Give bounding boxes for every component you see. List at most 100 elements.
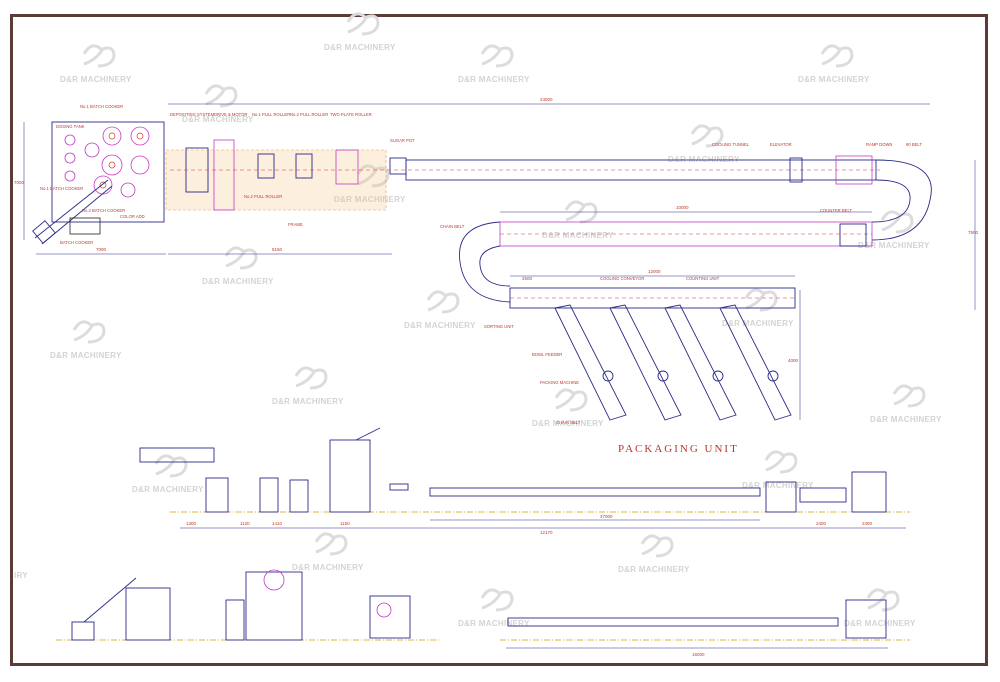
label-counting-unit: COUNTING UNIT bbox=[686, 276, 720, 281]
dim-bottom-overall: 16000 bbox=[692, 652, 705, 657]
label-plate-roller: TWO PLATE ROLLER bbox=[330, 112, 372, 117]
label-batch-cooker: BATCH COOKER bbox=[60, 240, 93, 245]
svg-text:D&R MACHINERY: D&R MACHINERY bbox=[618, 565, 690, 574]
u-turn-left bbox=[459, 221, 511, 303]
elevation-view bbox=[139, 427, 910, 529]
watermark-stamp: D&R MACHINERY bbox=[50, 320, 122, 360]
svg-text:D&R MACHINERY: D&R MACHINERY bbox=[844, 619, 916, 628]
detail-counting-unit bbox=[845, 599, 887, 639]
label-90-belt: 90 BELT bbox=[906, 142, 922, 147]
label-cooker-left: No.1 BATCH COOKER bbox=[40, 186, 83, 191]
control-cabinet bbox=[69, 217, 101, 235]
label-pull-roller-2: No.2 PULL ROLLER bbox=[290, 112, 328, 117]
watermark-stamp: D&R MACHINERY bbox=[722, 288, 794, 328]
label-chain-belt-2: CHAIN BELT bbox=[556, 420, 581, 425]
watermark-stamp: D&R MACHINERY bbox=[272, 366, 344, 406]
pull-roller-2 bbox=[295, 153, 313, 179]
label-sugar-pot: SUGAR POT bbox=[390, 138, 415, 143]
svg-text:D&R MACHINERY: D&R MACHINERY bbox=[668, 155, 740, 164]
svg-text:D&R MACHINERY: D&R MACHINERY bbox=[870, 415, 942, 424]
svg-text:D&R MACHINERY: D&R MACHINERY bbox=[798, 75, 870, 84]
u-turn-right bbox=[871, 159, 932, 241]
label-packing-machine: PACKING MACHINE bbox=[540, 380, 579, 385]
label-cooker-2: No.2 BATCH COOKER bbox=[82, 208, 125, 213]
dim-plan-height: 7000 bbox=[14, 180, 25, 185]
svg-text:D&R MACHINERY: D&R MACHINERY bbox=[542, 231, 614, 240]
sugar-hopper bbox=[32, 220, 56, 244]
label-batch-cooker-1: No.1 BATCH COOKER bbox=[80, 104, 123, 109]
label-drive-motor: DRIVE & MOTOR bbox=[214, 112, 247, 117]
watermark-stamp: D&R MACHINERY bbox=[798, 44, 870, 84]
svg-text:D&R MACHINERY: D&R MACHINERY bbox=[404, 321, 476, 330]
watermark-stamp: D&R MACHINERY bbox=[844, 588, 916, 628]
drawing-frame bbox=[10, 14, 988, 666]
label-depositing: DEPOSITING SYSTEM bbox=[170, 112, 215, 117]
elev-sugar-pot bbox=[329, 439, 371, 513]
plan-view bbox=[23, 103, 976, 421]
svg-text:D&R MACHINERY: D&R MACHINERY bbox=[334, 195, 406, 204]
depositing-zone bbox=[165, 149, 387, 211]
svg-text:D&R MACHINERY: D&R MACHINERY bbox=[324, 43, 396, 52]
dim-elev-c: 1410 bbox=[272, 521, 283, 526]
dim-plan-mid: 5150 bbox=[272, 247, 283, 252]
detail-cooker-2 bbox=[245, 571, 303, 641]
label-cooling-tunnel: COOLING TUNNEL bbox=[712, 142, 750, 147]
svg-text:D&R MACHINERY: D&R MACHINERY bbox=[132, 485, 204, 494]
svg-text:D&R MACHINERY: D&R MACHINERY bbox=[272, 397, 344, 406]
watermark-stamp: D&R MACHINERY bbox=[618, 534, 690, 574]
watermark-stamp: D&R MACHINERY bbox=[870, 384, 942, 424]
svg-text:D&R MACHINERY: D&R MACHINERY bbox=[532, 419, 604, 428]
watermark-stamp: D&R MACHINERY bbox=[404, 290, 476, 330]
dim-elev-r2: 2400 bbox=[862, 521, 873, 526]
cooling-tunnel-top bbox=[405, 159, 877, 181]
dim-elev-d: 1150 bbox=[340, 521, 350, 526]
ramp-down bbox=[835, 155, 873, 185]
dim-elev-total: 12170 bbox=[540, 530, 553, 535]
elev-depositor bbox=[205, 477, 229, 513]
dim-elev-a: 1300 bbox=[186, 521, 197, 526]
dim-tunnel-mid: 12000 bbox=[648, 269, 661, 274]
label-pull-roller-low: No.2 PULL ROLLER bbox=[244, 194, 282, 199]
svg-text:D&R MACHINERY: D&R MACHINERY bbox=[50, 351, 122, 360]
detail-cooker-1 bbox=[125, 587, 171, 641]
dim-side-right: 7500 bbox=[968, 230, 979, 235]
dim-plan-overall: 24000 bbox=[540, 97, 553, 102]
batch-cookers bbox=[64, 126, 150, 198]
watermark-layer: D&R MACHINERY D&R MACHINERY D&R MACHINERY D… bbox=[14, 12, 942, 628]
drive-motor-unit bbox=[213, 139, 235, 211]
svg-text:D&R MACHINERY: D&R MACHINERY bbox=[858, 241, 930, 250]
label-pull-roller-1: No.1 PULL ROLLER bbox=[252, 112, 290, 117]
watermark-stamp: D&R MACHINERY bbox=[202, 246, 274, 286]
counter-belt bbox=[839, 223, 867, 247]
watermark-partial: IRY bbox=[14, 571, 28, 580]
watermark-stamp: D&R MACHINERY bbox=[292, 532, 364, 572]
label-elevator: ELEVATOR bbox=[770, 142, 792, 147]
dim-plan-left: 7000 bbox=[96, 247, 107, 252]
watermark-stamp: D&R MACHINERY bbox=[458, 44, 530, 84]
svg-text:D&R MACHINERY: D&R MACHINERY bbox=[458, 619, 530, 628]
label-ramp-down: RAMP DOWN bbox=[866, 142, 892, 147]
cooker-area-outline bbox=[51, 121, 165, 223]
packing-branches bbox=[554, 304, 792, 421]
watermark-stamp: D&R MACHINERY bbox=[532, 388, 604, 428]
dim-elev-r1: 2400 bbox=[816, 521, 827, 526]
label-counter-belt: COUNTER BELT bbox=[820, 208, 852, 213]
label-frame: FRAME bbox=[288, 222, 303, 227]
detail-hopper bbox=[71, 621, 95, 641]
detail-tunnel bbox=[507, 617, 839, 627]
watermark-stamp: D&R MACHINERY bbox=[858, 210, 930, 250]
svg-text:D&R MACHINERY: D&R MACHINERY bbox=[292, 563, 364, 572]
watermark-stamp: D&R MACHINERY bbox=[60, 44, 132, 84]
elev-ramp-down bbox=[851, 471, 887, 513]
plate-roller bbox=[335, 149, 359, 185]
dim-loop-left: 2500 bbox=[522, 276, 533, 281]
packaging-title: PACKAGING UNIT bbox=[618, 443, 739, 455]
watermark-stamp: D&R MACHINERY bbox=[742, 450, 814, 490]
svg-text:D&R MACHINERY: D&R MACHINERY bbox=[202, 277, 274, 286]
watermark-stamp: D&R MACHINERY bbox=[458, 588, 530, 628]
label-sorting-unit: SORTING UNIT bbox=[484, 324, 514, 329]
svg-text:D&R MACHINERY: D&R MACHINERY bbox=[742, 481, 814, 490]
svg-text:D&R MACHINERY: D&R MACHINERY bbox=[60, 75, 132, 84]
watermark-stamp: D&R MACHINERY bbox=[182, 84, 254, 124]
